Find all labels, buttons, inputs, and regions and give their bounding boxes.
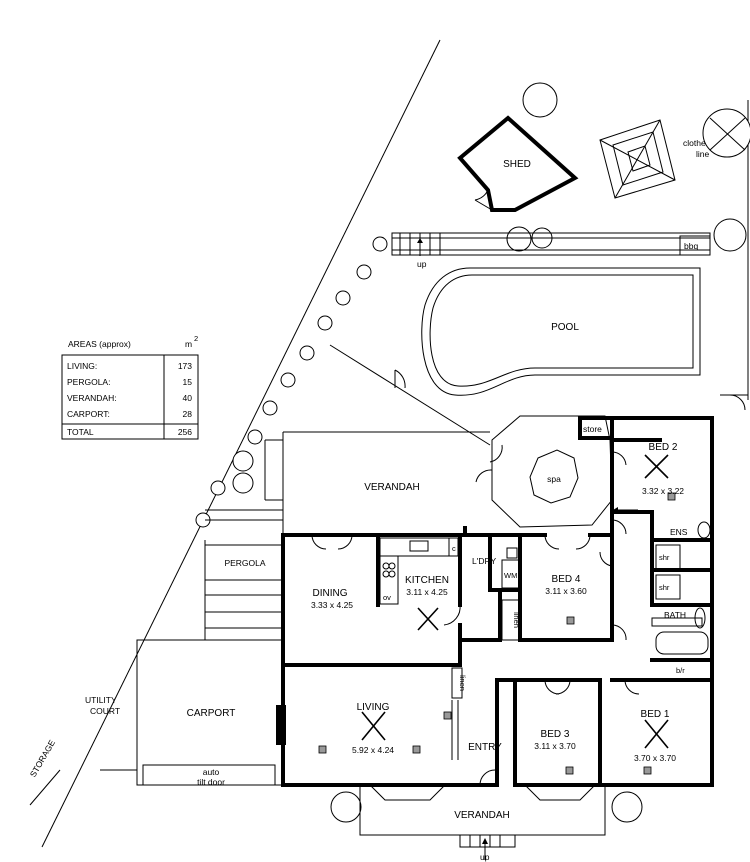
areas-row-label: VERANDAH: [67, 393, 117, 403]
linen-label: linen [512, 612, 521, 628]
tree-icon [232, 472, 254, 494]
tree-icon [506, 226, 532, 252]
room-labels: store BED 2 3.32 x 3.22 ENS shr shr BATH… [311, 424, 688, 763]
tree-icon [713, 218, 747, 252]
pool-label: POOL [551, 322, 579, 333]
carport-label: CARPORT [187, 708, 236, 719]
areas-row-label: TOTAL [67, 427, 94, 437]
up-label-top: up [417, 259, 427, 269]
bath-label: BATH [664, 610, 686, 620]
verandah-front-label: VERANDAH [454, 810, 510, 821]
pergola-label: PERGOLA [224, 558, 265, 568]
tree-icon [522, 82, 558, 118]
shed: SHED [457, 115, 579, 212]
kitchen-dims: 3.11 x 4.25 [406, 587, 448, 597]
areas-row-value: 40 [183, 393, 193, 403]
areas-unit-sup: 2 [194, 334, 198, 343]
living-dims: 5.92 x 4.24 [352, 745, 394, 755]
kitchen-label: KITCHEN [405, 575, 449, 586]
utility-label-1: UTILITY [85, 695, 117, 705]
dining-label: DINING [313, 588, 348, 599]
c-label: c [452, 544, 456, 553]
linen-label: linen [458, 675, 467, 691]
bed2-label: BED 2 [649, 442, 678, 453]
bbq-label: bbq [684, 241, 698, 251]
living-label: LIVING [357, 702, 390, 713]
clothes-label-2: line [696, 149, 710, 159]
entry-label: ENTRY [468, 742, 502, 753]
dining-dims: 3.33 x 4.25 [311, 600, 353, 610]
tree-icon [232, 450, 254, 472]
up-label-bottom: up [480, 852, 490, 862]
auto-door-label-2: tilt door [197, 777, 225, 787]
fixtures [318, 454, 711, 775]
areas-row-value: 28 [183, 409, 193, 419]
verandah-rear-label: VERANDAH [364, 482, 420, 493]
bed3-label: BED 3 [541, 729, 570, 740]
pergola: PERGOLA [204, 509, 284, 640]
bed1-label: BED 1 [641, 709, 670, 720]
carport: CARPORT auto tilt door UTILITY COURT STO… [28, 639, 284, 787]
boundary-shrubs [195, 236, 388, 528]
shr-label: shr [659, 553, 670, 562]
bed2-dims: 3.32 x 3.22 [642, 486, 684, 496]
ens-label: ENS [670, 527, 688, 537]
areas-row-label: CARPORT: [67, 409, 110, 419]
site-boundary [29, 39, 749, 848]
areas-title: AREAS (approx) [68, 339, 131, 349]
auto-door-label-1: auto [203, 767, 220, 777]
house-walls [276, 416, 714, 787]
areas-table: AREAS (approx) m 2 LIVING: 173 PERGOLA: … [61, 334, 199, 440]
bed4-label: BED 4 [552, 574, 581, 585]
areas-row-label: LIVING: [67, 361, 97, 371]
areas-row-value: 173 [178, 361, 192, 371]
areas-row-label: PERGOLA: [67, 377, 110, 387]
areas-row-value: 15 [183, 377, 193, 387]
utility-label-2: COURT [90, 706, 120, 716]
bed4-dims: 3.11 x 3.60 [545, 586, 587, 596]
bed3-dims: 3.11 x 3.70 [534, 741, 576, 751]
pool: POOL [421, 267, 701, 396]
tree-icon [611, 791, 643, 823]
wm-label: WM [504, 571, 517, 580]
bed1-dims: 3.70 x 3.70 [634, 753, 676, 763]
areas-unit: m [185, 339, 192, 349]
blr-label: b/r [676, 666, 685, 675]
tree-icon [330, 791, 362, 823]
fences [329, 344, 748, 446]
rear-verandah: VERANDAH spa [264, 415, 627, 535]
clothes-label-1: clothes [683, 138, 710, 148]
store-label: store [583, 424, 602, 434]
shed-label: SHED [503, 159, 531, 170]
ov-label: ov [383, 593, 391, 602]
shr-label: shr [659, 583, 670, 592]
ldry-label: L'DRY [472, 556, 496, 566]
top-path: up bbq [391, 232, 711, 269]
front-verandah: VERANDAH up [359, 784, 606, 862]
doors [311, 519, 640, 786]
spa-label: spa [547, 474, 561, 484]
areas-row-value: 256 [178, 427, 192, 437]
storage-label: STORAGE [28, 738, 58, 779]
clothes-line: clothes line [599, 119, 710, 199]
